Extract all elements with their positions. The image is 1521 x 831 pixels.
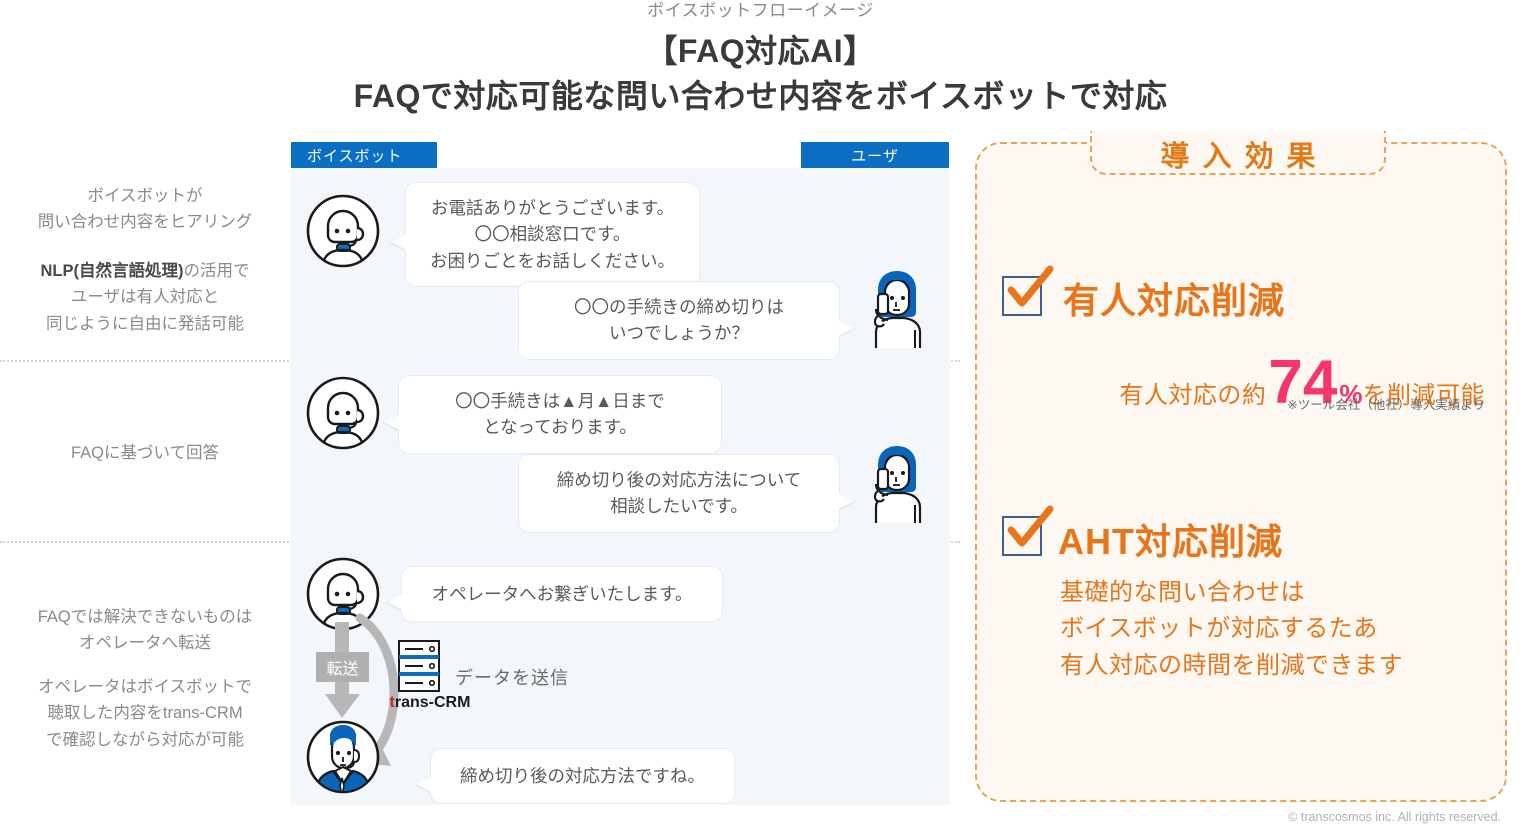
- effect-stat-note: ※ツール会社（他社）導入実績より: [1287, 398, 1485, 412]
- check-icon-1: [1007, 265, 1054, 307]
- effect-heading-2: AHT対応削減: [1058, 521, 1283, 562]
- effect-heading-1: 有人対応削減: [1063, 280, 1286, 321]
- voicebot-avatar-3: [306, 557, 380, 631]
- trans-crm-label: trans-CRM: [380, 694, 480, 712]
- caption-faq-answer: FAQに基づいて回答: [70, 444, 219, 462]
- trans-crm-label-rest: rans-CRM: [394, 694, 471, 711]
- chat-bubble-user-1: 〇〇の手続きの締め切りは いつでしょうか？: [518, 281, 856, 360]
- caption-nlp: NLP(自然言語処理)の活用で ユーザは有人対応と 同じように自由に発話可能: [0, 258, 290, 337]
- effects-tab-mask: [1092, 138, 1384, 146]
- caption-transfer: FAQでは解決できないものは オペレータへ転送: [37, 608, 253, 653]
- check-icon-2: [1007, 505, 1054, 547]
- tab-voicebot[interactable]: ボイスボット: [291, 142, 437, 168]
- caption-crm: オペレータはボイスボットで 聴取した内容をtrans-CRM で確認しながら対応…: [37, 678, 252, 749]
- voicebot-avatar-1: [306, 194, 380, 268]
- tab-user[interactable]: ユーザ: [801, 142, 949, 168]
- caption-nlp-strong: NLP(自然言語処理): [40, 262, 184, 280]
- checkbox-2: [1002, 516, 1042, 556]
- chat-bubble-operator: 締め切り後の対応方法ですね。: [414, 748, 735, 805]
- stat-suffix: を削減可能: [1362, 382, 1485, 409]
- stat-prefix: 有人対応の約: [1119, 382, 1267, 409]
- effect-body-2: 基礎的な問い合わせは ボイスボットが対応するたあ 有人対応の時間を削減できます: [1060, 579, 1403, 679]
- chat-bubble-bot-1: お電話ありがとうございます。 〇〇相談窓口です。 お困りごとをお話しください。: [389, 182, 700, 287]
- trans-crm-label-accent: t: [389, 694, 395, 711]
- caption-nlp-rest: の活用で ユーザは有人対応と 同じように自由に発話可能: [46, 262, 250, 333]
- operator-avatar: [306, 720, 380, 794]
- page-title-line2: FAQで対応可能な問い合わせ内容をボイスボットで対応: [353, 78, 1168, 115]
- chat-bubble-bot-3: オペレータへお繋ぎいたします。: [385, 566, 723, 623]
- effects-title: 導入効果: [1160, 141, 1329, 173]
- stat-percent: %: [1339, 379, 1363, 409]
- user-avatar-1: [873, 271, 922, 348]
- send-data-label: データを送信: [455, 668, 569, 688]
- effects-panel: [975, 142, 1507, 802]
- copyright-text: © transcosmos inc. All rights reserved.: [1288, 810, 1501, 824]
- page-title: 【FAQ対応AI】 FAQで対応可能な問い合わせ内容をボイスボットで対応: [0, 30, 1521, 120]
- effect-stat-1: 有人対応の約 74 % を削減可能: [1055, 348, 1485, 417]
- voicebot-avatar-2: [306, 376, 380, 450]
- caption-hearing: ボイスボットが 問い合わせ内容をヒアリング: [37, 187, 253, 232]
- trans-crm-server-icon: [398, 640, 440, 692]
- page-title-line1: 【FAQ対応AI】: [645, 33, 876, 69]
- stat-number: 74: [1268, 348, 1338, 417]
- checkbox-1: [1002, 276, 1042, 316]
- chat-bubble-user-2: 締め切り後の対応方法について 相談したいです。: [518, 454, 856, 533]
- user-avatar-2: [873, 446, 922, 523]
- eyebrow-label: ボイスボットフローイメージ: [647, 1, 874, 20]
- transfer-label: 転送: [316, 652, 369, 682]
- chat-bubble-bot-2: 〇〇手続きは▲月▲日まで となっております。: [382, 375, 722, 454]
